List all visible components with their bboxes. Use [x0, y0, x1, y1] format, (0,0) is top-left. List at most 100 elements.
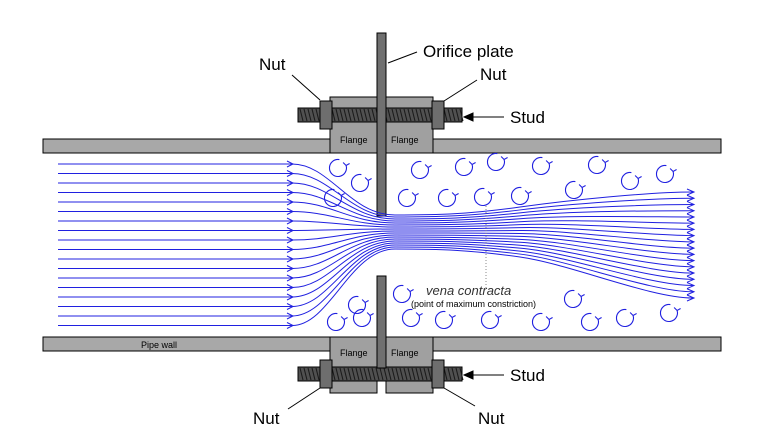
eddy-swirl — [401, 308, 421, 328]
streamline-arrow — [686, 282, 696, 289]
streamline-arrow — [686, 225, 696, 233]
eddy-swirl — [434, 310, 454, 330]
streamline-arrow — [686, 232, 696, 240]
streamline — [58, 220, 694, 230]
eddy-arrow — [545, 316, 553, 321]
eddy-swirl — [563, 289, 583, 309]
eddy-arrow — [545, 160, 553, 165]
eddy-arrow — [468, 161, 476, 166]
label-nut-bottom-right: Nut — [478, 409, 505, 428]
streamline-arrow — [686, 188, 696, 196]
eddy-arrow — [366, 312, 374, 317]
streamline-arrow — [686, 207, 696, 215]
streamline-arrow — [286, 274, 295, 282]
streamline-arrow — [286, 198, 295, 206]
streamline-arrow — [686, 201, 696, 208]
flange-bottom-right — [385, 336, 434, 394]
eddy-arrow — [524, 190, 532, 195]
eddy-swirl — [659, 303, 679, 323]
label-pipe-wall: Pipe wall — [141, 340, 177, 350]
eddy-arrow — [494, 314, 502, 319]
eddy-swirl — [480, 310, 500, 330]
streamline — [58, 230, 694, 243]
streamline-arrow — [686, 257, 696, 265]
streamline-arrow — [286, 227, 295, 234]
eddy-swirl — [392, 284, 412, 304]
streamline — [58, 248, 694, 326]
label-vena-contracta-note: (point of maximum constriction) — [411, 299, 536, 309]
eddy-arrow — [415, 312, 423, 317]
eddy-arrow — [487, 191, 495, 196]
streamline-arrow — [286, 208, 295, 215]
streamline-arrow — [686, 275, 696, 283]
streamline — [58, 238, 694, 279]
nut-bottom-left — [319, 359, 333, 389]
eddy-swirl — [486, 152, 506, 172]
eddy-swirl — [620, 171, 640, 191]
eddy-swirl — [615, 308, 635, 328]
leader-orifice-plate — [387, 51, 418, 64]
streamline-arrow — [286, 217, 295, 225]
eddy-arrow — [601, 159, 609, 164]
eddy-swirl — [350, 173, 370, 193]
eddy-arrow — [342, 162, 350, 167]
eddy-arrow — [673, 307, 681, 312]
nut-top-right — [431, 100, 445, 130]
eddy-arrow — [578, 184, 586, 189]
streamline-arrow — [286, 322, 295, 329]
streamline-arrow — [686, 294, 696, 302]
eddy-arrow — [451, 192, 459, 197]
eddy-swirl — [397, 188, 417, 208]
arrowhead-stud-bottom — [462, 370, 474, 380]
streamline — [58, 246, 694, 317]
label-nut-bottom-left: Nut — [253, 409, 280, 428]
streamline-arrow — [286, 189, 295, 196]
eddy-swirl — [410, 160, 430, 180]
eddy-swirl — [655, 164, 675, 184]
leader-nut-bottom-right — [443, 387, 476, 407]
streamline-arrow — [686, 238, 696, 246]
eddy-arrow — [411, 192, 419, 197]
streamline — [58, 163, 694, 216]
streamline-arrow — [686, 250, 696, 258]
streamline-arrow — [286, 293, 295, 301]
nut-top-left — [319, 100, 333, 130]
eddy-arrow — [340, 316, 348, 321]
arrowhead-stud-top — [462, 112, 474, 122]
eddy-arrow — [634, 175, 642, 180]
streamline-arrow — [286, 265, 295, 272]
eddy-arrow — [364, 177, 372, 182]
eddy-arrow — [406, 288, 414, 293]
streamline — [58, 201, 694, 224]
label-orifice-plate: Orifice plate — [423, 42, 514, 61]
eddy-arrow — [669, 168, 677, 173]
label-flange-top-left: Flange — [340, 135, 368, 145]
nut-bottom-right — [431, 359, 445, 389]
streamline-arrow — [286, 170, 295, 177]
eddy-swirl — [587, 155, 607, 175]
eddy-swirl — [510, 186, 530, 206]
flange-top-left — [329, 96, 378, 154]
leader-nut-top-left — [291, 74, 321, 101]
streamline-arrow — [686, 288, 696, 296]
streamline — [58, 182, 694, 220]
streamline-arrow — [286, 303, 295, 310]
label-nut-top-right: Nut — [480, 65, 507, 84]
eddy-swirl — [473, 187, 493, 207]
streamline-arrow — [686, 263, 696, 271]
leader-nut-top-right — [443, 79, 478, 102]
label-stud-top: Stud — [510, 108, 545, 127]
flow-streamlines — [58, 160, 696, 329]
streamline-arrow — [686, 213, 696, 221]
streamline — [58, 211, 694, 226]
eddy-arrow — [500, 156, 508, 161]
eddy-swirl — [531, 156, 551, 176]
eddy-arrow — [594, 316, 602, 321]
eddy-swirl — [328, 158, 348, 178]
orifice-plate-upper — [376, 32, 387, 217]
label-stud-bottom: Stud — [510, 366, 545, 385]
streamline-arrow — [686, 269, 696, 277]
flange-bottom-left — [329, 336, 378, 394]
streamline — [58, 242, 694, 298]
